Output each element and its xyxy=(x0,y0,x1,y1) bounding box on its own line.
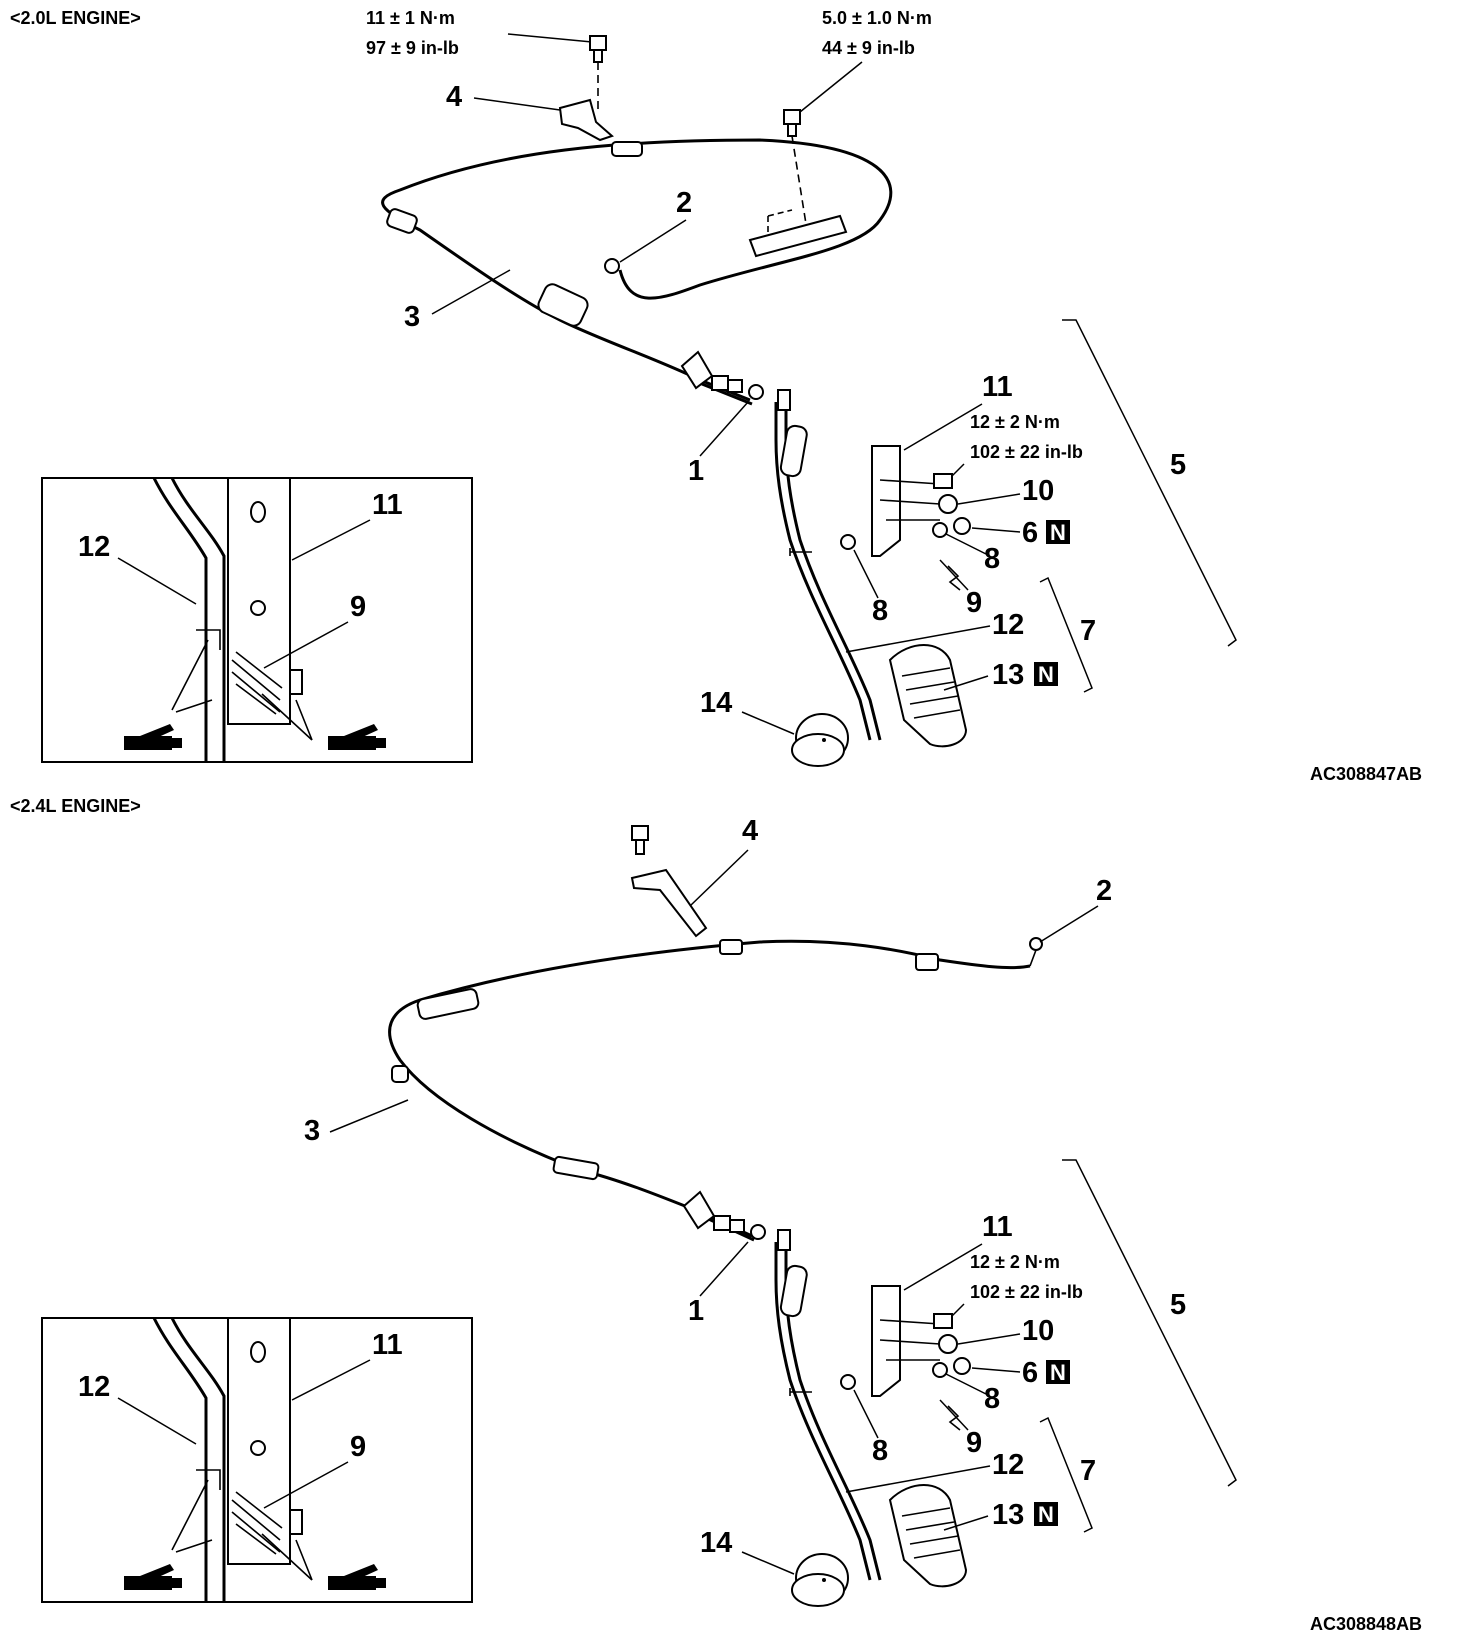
callout-12: 12 xyxy=(992,609,1024,641)
section-2-0l: <2.0L ENGINE> 11 ± 1 N·m 97 ± 9 in-lb 5.… xyxy=(10,8,1422,784)
cable-bracket xyxy=(558,98,614,142)
callout-5: 5 xyxy=(1170,1289,1186,1321)
figure-code: AC308847AB xyxy=(1310,764,1422,784)
grease-gun-icon xyxy=(124,724,182,750)
callout-11: 11 xyxy=(372,1329,403,1361)
callout-9: 9 xyxy=(350,591,366,623)
callout-11: 11 xyxy=(372,489,403,521)
torque-bracket-nm: 11 ± 1 N·m xyxy=(366,8,455,28)
pedal-pad xyxy=(888,1484,968,1588)
callout-12: 12 xyxy=(992,1449,1024,1481)
section-2-4l: <2.4L ENGINE> 4 3 2 1 xyxy=(10,796,1422,1634)
torque-pedal-nm: 12 ± 2 N·m xyxy=(970,1252,1060,1272)
callout-10: 10 xyxy=(1022,475,1054,507)
figure-code: AC308848AB xyxy=(1310,1614,1422,1634)
cable-bracket xyxy=(630,868,708,938)
accelerator-cable xyxy=(388,939,1031,1238)
callout-8: 8 xyxy=(872,595,888,627)
callout-1: 1 xyxy=(688,455,704,487)
grease-gun-icon xyxy=(328,724,386,750)
bolt-icon xyxy=(631,825,649,855)
torque-bracket-inlb: 97 ± 9 in-lb xyxy=(366,38,459,58)
callout-7: 7 xyxy=(1080,1455,1096,1487)
callout-9: 9 xyxy=(350,1431,366,1463)
callout-9: 9 xyxy=(966,1427,982,1459)
callout-13: 13 xyxy=(992,659,1024,691)
callout-6: 6 xyxy=(1022,517,1038,549)
grease-gun-icon xyxy=(124,1564,182,1590)
callout-13: 13 xyxy=(992,1499,1024,1531)
callout-11: 11 xyxy=(982,1211,1013,1243)
torque-cable-inlb: 44 ± 9 in-lb xyxy=(822,38,915,58)
callout-8: 8 xyxy=(984,543,1000,575)
detail-inset: 12 11 9 xyxy=(41,1317,473,1603)
callout-1: 1 xyxy=(688,1295,704,1327)
section-title: <2.0L ENGINE> xyxy=(10,8,141,28)
cable-grommet xyxy=(537,283,589,327)
new-part-marker: N xyxy=(1050,1360,1066,1385)
callout-5: 5 xyxy=(1170,449,1186,481)
callout-8: 8 xyxy=(984,1383,1000,1415)
callout-3: 3 xyxy=(404,301,420,333)
accelerator-cable xyxy=(381,138,893,402)
grease-gun-icon xyxy=(328,1564,386,1590)
pedal-stopper xyxy=(791,713,849,767)
callout-8: 8 xyxy=(872,1435,888,1467)
new-part-marker: N xyxy=(1038,1502,1054,1527)
torque-pedal-nm: 12 ± 2 N·m xyxy=(970,412,1060,432)
callout-2: 2 xyxy=(1096,875,1112,907)
callout-14: 14 xyxy=(700,687,732,719)
callout-9: 9 xyxy=(966,587,982,619)
callout-6: 6 xyxy=(1022,1357,1038,1389)
cable-end-fitting xyxy=(682,1190,766,1240)
cable-clip xyxy=(748,109,848,258)
callout-10: 10 xyxy=(1022,1315,1054,1347)
new-part-marker: N xyxy=(1050,520,1066,545)
callout-4: 4 xyxy=(742,815,758,847)
cable-end-fitting xyxy=(680,350,764,400)
callout-14: 14 xyxy=(700,1527,732,1559)
callout-11: 11 xyxy=(982,371,1013,403)
torque-cable-nm: 5.0 ± 1.0 N·m xyxy=(822,8,932,28)
new-part-marker: N xyxy=(1038,662,1054,687)
pedal-pad xyxy=(888,644,968,748)
callout-4: 4 xyxy=(446,81,462,113)
pedal-stopper xyxy=(791,1553,849,1607)
detail-inset: 12 11 9 xyxy=(41,477,473,763)
callout-12: 12 xyxy=(78,1371,110,1403)
section-title: <2.4L ENGINE> xyxy=(10,796,141,816)
callout-3: 3 xyxy=(304,1115,320,1147)
torque-pedal-inlb: 102 ± 22 in-lb xyxy=(970,1282,1083,1302)
callout-2: 2 xyxy=(676,187,692,219)
bolt-icon xyxy=(589,35,607,112)
torque-pedal-inlb: 102 ± 22 in-lb xyxy=(970,442,1083,462)
callout-12: 12 xyxy=(78,531,110,563)
callout-7: 7 xyxy=(1080,615,1096,647)
